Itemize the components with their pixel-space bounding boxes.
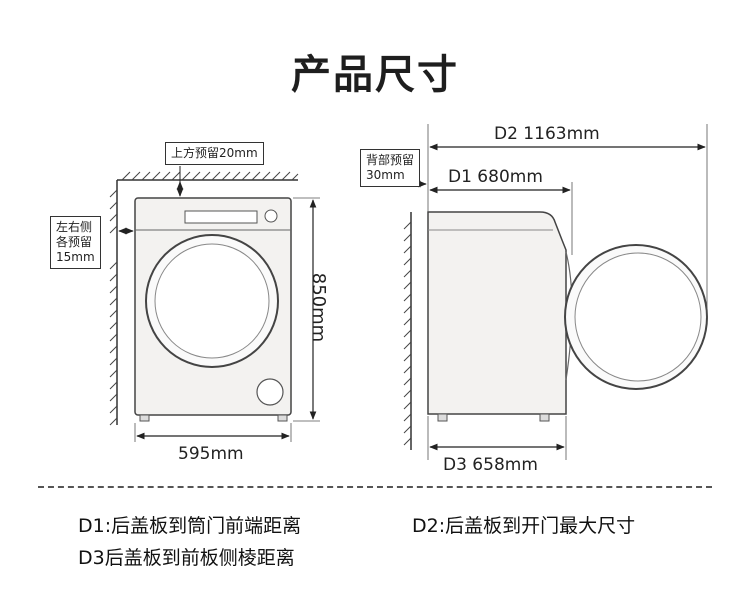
back-wall-hatch [403,221,412,446]
page-title: 产品尺寸 [291,52,459,98]
legend-d3: D3后盖板到前板侧棱距离 [78,547,295,569]
door-inner-ring [154,243,270,359]
height-label: 850mm [308,272,330,343]
left-foot [139,414,150,422]
side-foot-front [539,413,550,422]
side-clearance-line-2: 各预留 [56,235,93,249]
legend-d2: D2:后盖板到开门最大尺寸 [412,515,636,537]
d1-label: D1 680mm [448,167,543,187]
open-door-inner [574,252,702,382]
legend-d1: D1:后盖板到筒门前端距离 [78,515,302,537]
washer-side-body [427,211,567,415]
front-view [109,166,320,442]
right-foot [277,414,288,422]
ceiling-hatch [121,171,299,181]
dashed-separator [38,486,712,488]
program-knob [264,209,278,223]
rear-clearance-callout: 背部预留 30mm [360,149,421,187]
left-wall-hatch [109,189,118,426]
side-clearance-line-1: 左右侧 [56,220,93,234]
d2-label: D2 1163mm [494,124,600,144]
display-panel [184,210,258,224]
side-clearance-callout: 左右侧 各预留 15mm [50,216,101,269]
side-foot-rear [437,413,448,422]
dimension-diagram [109,124,708,460]
rear-clearance-line-2: 30mm [366,168,405,182]
width-label: 595mm [178,444,244,464]
d3-label: D3 658mm [443,455,538,475]
side-clearance-line-3: 15mm [56,250,95,264]
top-clearance-callout: 上方预留20mm [165,142,264,165]
rear-clearance-line-1: 背部预留 [366,153,415,167]
filter-cover [256,378,284,406]
side-view [403,124,708,460]
